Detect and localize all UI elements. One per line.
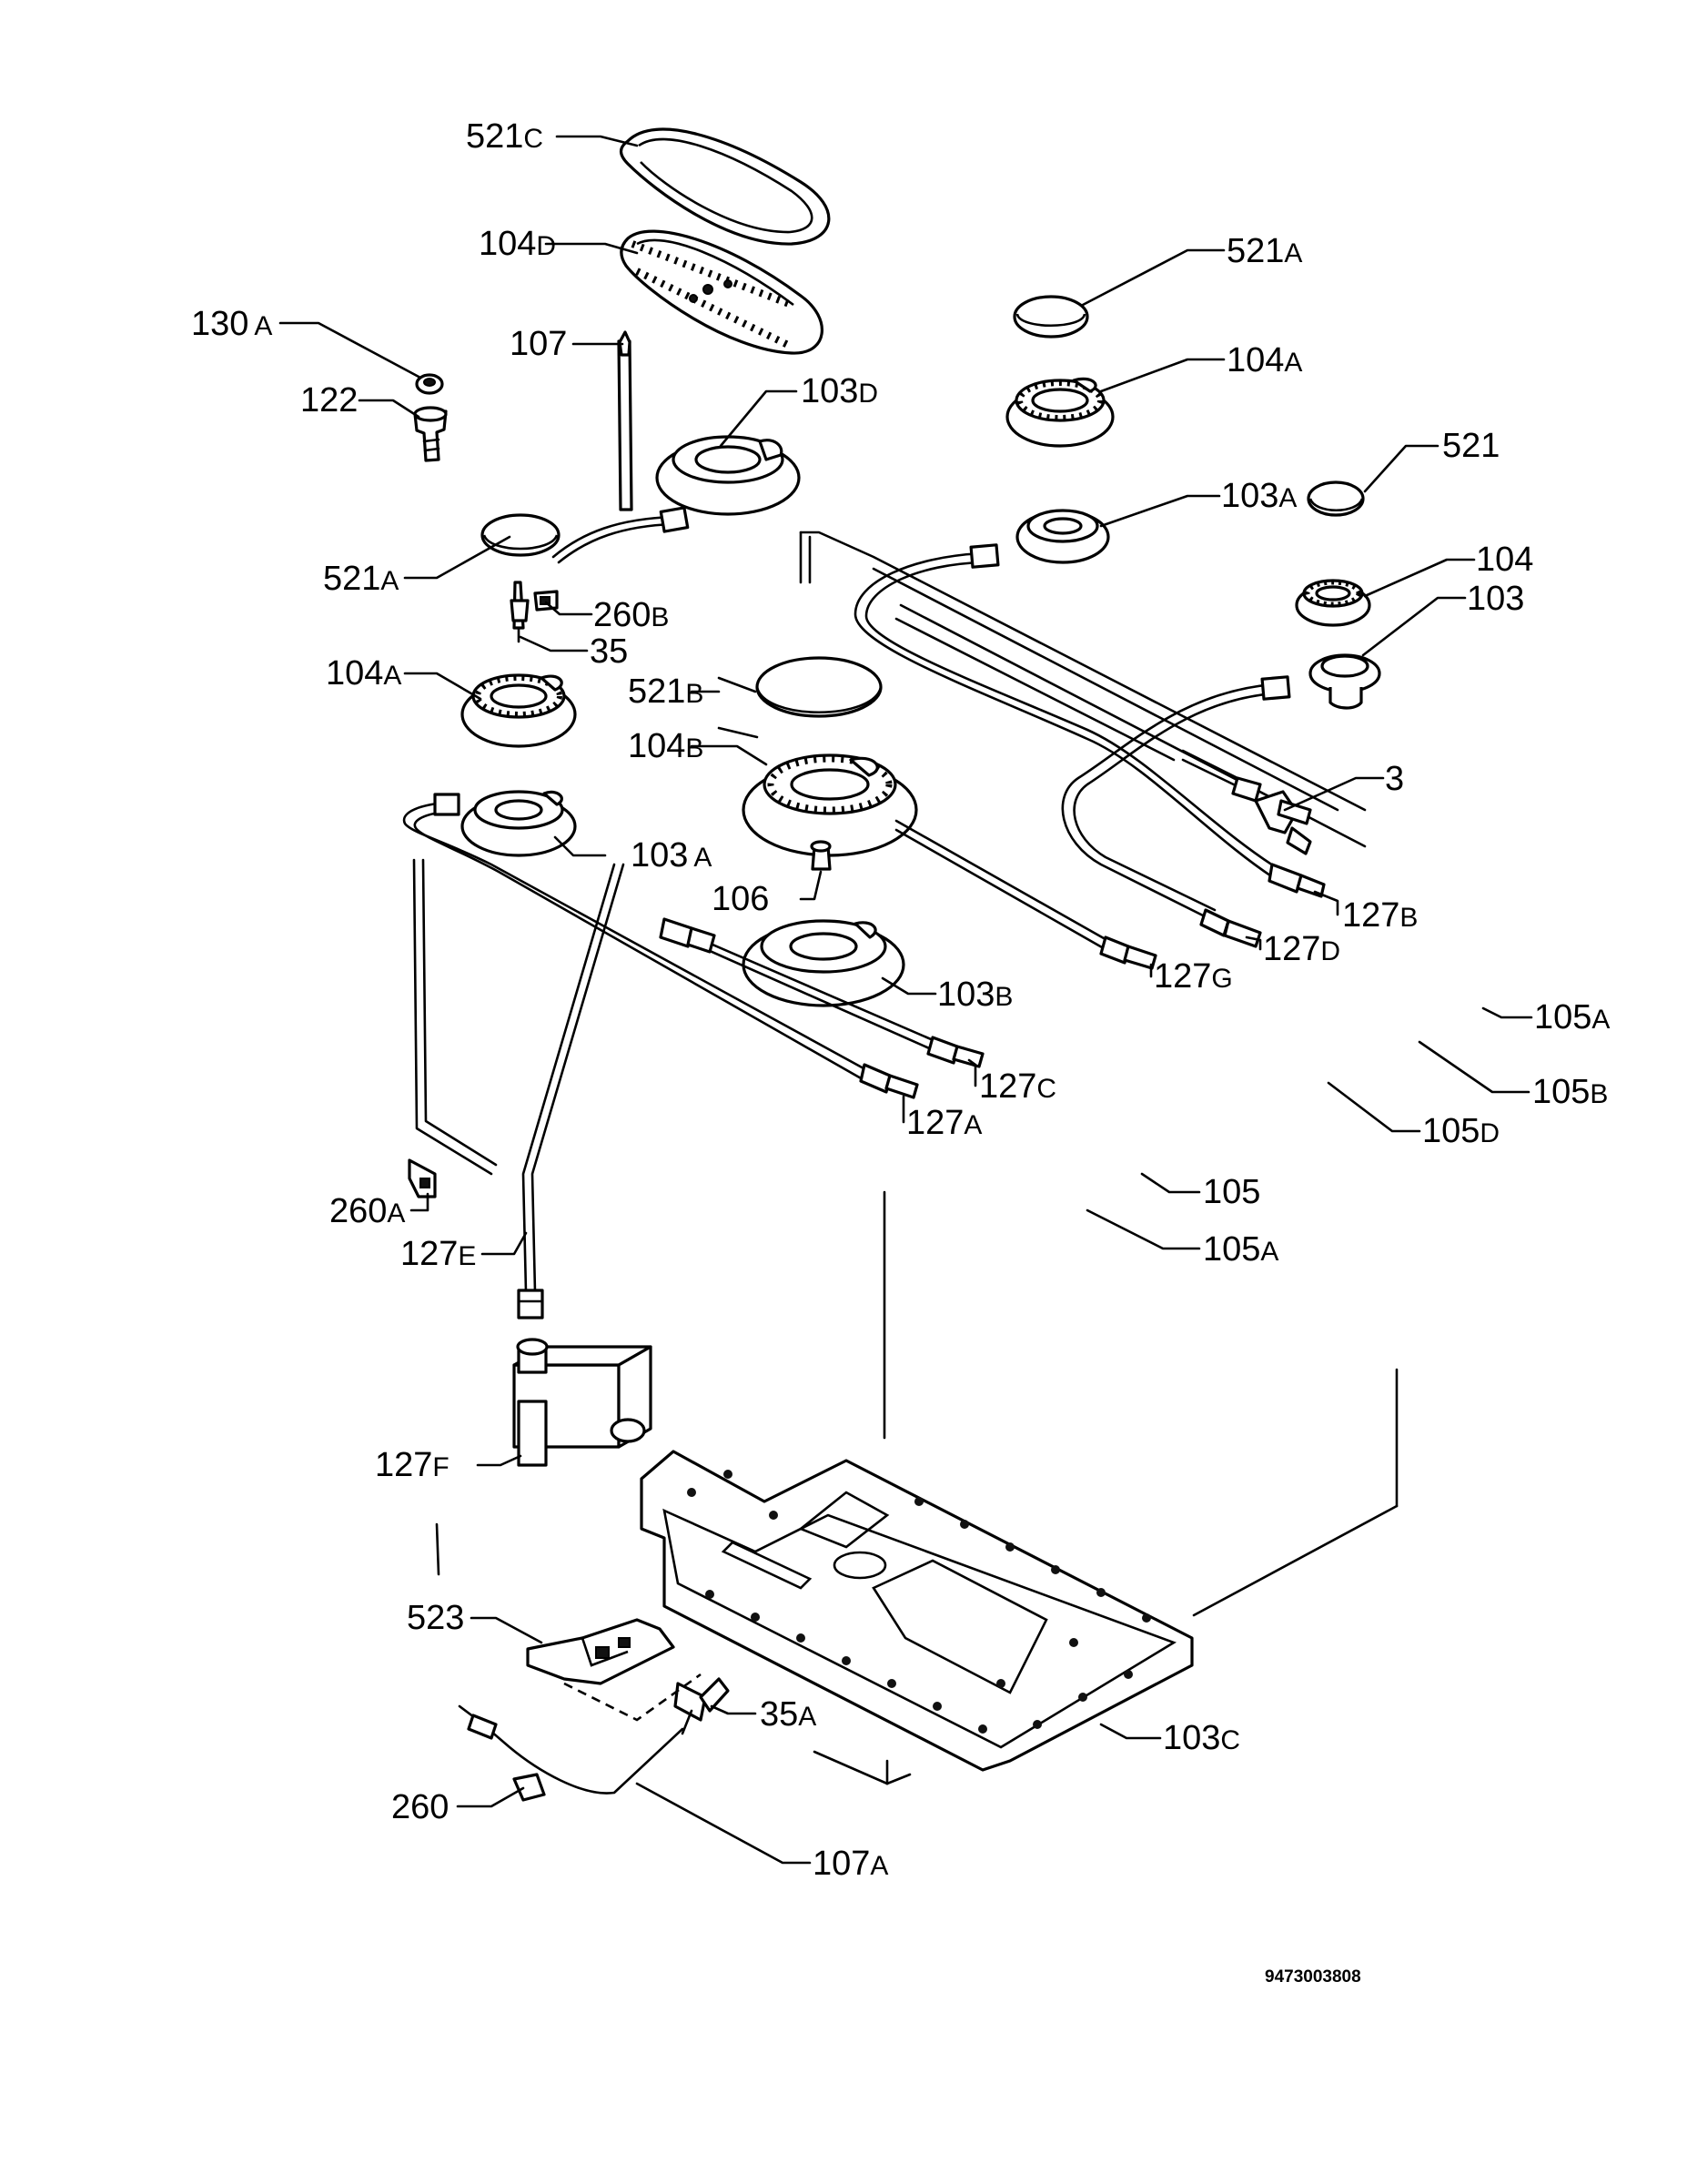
part-521-cap xyxy=(1307,480,1365,517)
label-105a-bottom: 105A xyxy=(1203,1230,1278,1269)
label-521c: 521C xyxy=(466,117,543,156)
label-521: 521 xyxy=(1442,427,1500,465)
label-260b: 260B xyxy=(593,596,669,634)
label-127f: 127F xyxy=(375,1446,450,1484)
part-103c-bottom-plate xyxy=(640,1450,1194,1772)
label-523: 523 xyxy=(407,1599,464,1637)
label-127e: 127E xyxy=(400,1235,476,1273)
gas-pipes xyxy=(402,506,1367,1320)
label-122: 122 xyxy=(300,381,358,420)
part-104b-big-crown xyxy=(742,753,918,857)
label-106: 106 xyxy=(712,880,769,918)
part-521a-cap-right xyxy=(1013,295,1089,339)
label-127d: 127D xyxy=(1263,930,1340,968)
drawing-number: 9473003808 xyxy=(1265,1967,1361,1987)
part-122-injector xyxy=(413,406,448,462)
part-127f-valve-body xyxy=(512,1338,652,1467)
label-103d: 103D xyxy=(801,372,878,410)
part-103a-burner-base-left xyxy=(460,790,577,857)
label-104a-left: 104A xyxy=(326,654,401,693)
part-260-clip xyxy=(512,1773,546,1802)
label-104: 104 xyxy=(1476,541,1533,579)
part-521a-cap-left xyxy=(480,513,561,557)
label-521a-right: 521A xyxy=(1227,232,1302,270)
part-260b-clip xyxy=(533,590,559,612)
label-127b: 127B xyxy=(1342,896,1418,935)
label-127c: 127C xyxy=(979,1067,1056,1106)
part-35-igniter xyxy=(510,581,530,643)
part-104a-crown-right xyxy=(1005,377,1115,448)
part-104a-crown-left xyxy=(460,673,577,748)
part-103a-burner-base-right xyxy=(1015,509,1110,564)
label-105d: 105D xyxy=(1422,1112,1500,1150)
part-104-crown xyxy=(1295,579,1371,627)
label-107: 107 xyxy=(510,325,567,363)
label-127a: 127A xyxy=(906,1104,982,1142)
part-260a-clip xyxy=(408,1158,437,1198)
part-104d-oval-crown xyxy=(620,229,823,355)
part-35a-igniter xyxy=(673,1677,730,1735)
label-127g: 127G xyxy=(1154,957,1233,996)
label-105b: 105B xyxy=(1532,1073,1608,1111)
alignment-lines xyxy=(435,676,1399,1785)
part-103b-burner-base xyxy=(742,919,905,1007)
label-260a: 260A xyxy=(329,1192,405,1230)
label-105a-top: 105A xyxy=(1534,998,1610,1036)
part-103d-burner-base xyxy=(655,435,801,516)
label-103c: 103C xyxy=(1163,1719,1240,1757)
part-103-burner-base xyxy=(1308,653,1381,710)
label-35: 35 xyxy=(590,632,628,671)
part-107-thermocouple xyxy=(617,330,633,511)
label-103a-right: 103A xyxy=(1221,477,1297,515)
part-523-bracket xyxy=(526,1618,675,1685)
part-106-nozzle xyxy=(810,840,832,871)
part-107a-lead xyxy=(458,1704,684,1795)
label-104d: 104D xyxy=(479,225,556,263)
part-130a-washer xyxy=(415,373,444,395)
label-35a: 35A xyxy=(760,1695,816,1734)
label-104b: 104B xyxy=(628,727,703,765)
dashed-link xyxy=(563,1673,702,1722)
label-105: 105 xyxy=(1203,1173,1260,1211)
label-104a-right: 104A xyxy=(1227,341,1302,379)
label-260: 260 xyxy=(391,1788,449,1826)
label-103: 103 xyxy=(1467,580,1524,618)
label-521b: 521B xyxy=(628,672,703,711)
part-521c-oval-cover xyxy=(619,127,831,246)
label-3: 3 xyxy=(1385,760,1404,798)
leader-lines xyxy=(278,135,1533,1865)
label-521a-left: 521A xyxy=(323,560,399,598)
label-103b: 103B xyxy=(937,976,1013,1014)
part-521b-big-cap xyxy=(755,656,883,718)
label-107a: 107A xyxy=(813,1845,888,1883)
